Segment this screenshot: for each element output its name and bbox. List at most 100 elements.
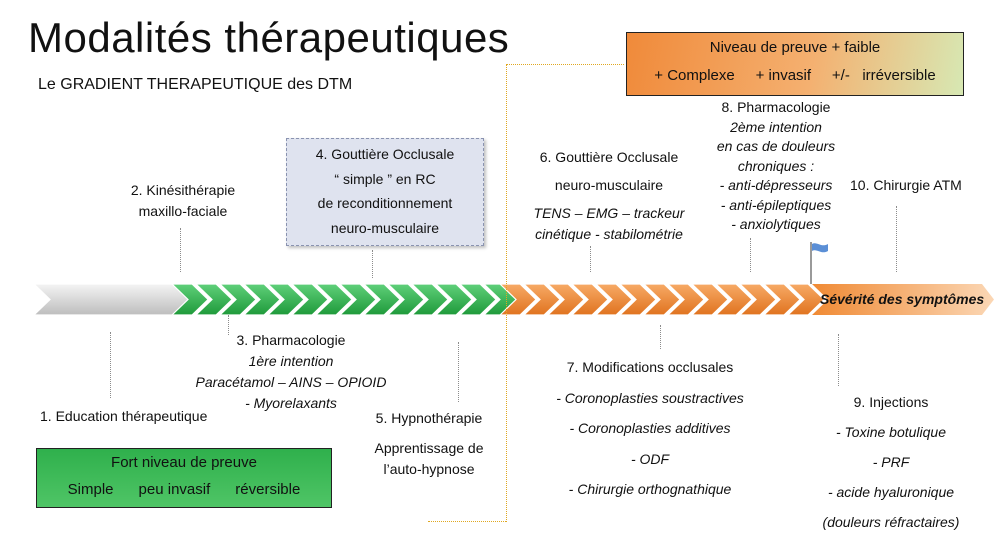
item-3-pharmacology: 3. Pharmacologie 1ère intention Paracéta… (178, 330, 404, 414)
subtitle: Le GRADIENT THERAPEUTIQUE des DTM (38, 76, 353, 93)
item-10-surgery: 10. Chirurgie ATM (850, 175, 962, 196)
green-chevron (290, 283, 329, 316)
orange-chevron (690, 283, 729, 316)
item-4-line3: de reconditionnement (317, 195, 453, 211)
green-chevron (386, 283, 425, 316)
green-chevron (338, 283, 377, 316)
item-2-connector (180, 228, 181, 272)
item-3-title: 3. Pharmacologie (236, 332, 346, 348)
orange-chevron (714, 283, 753, 316)
green-chevron (242, 283, 281, 316)
item-6-line3: TENS – EMG – trackeur (533, 205, 685, 221)
item-8-title: 8. Pharmacologie (721, 99, 831, 115)
item-3-connector (228, 315, 229, 335)
item-7-line3: - ODF (630, 450, 670, 467)
orange-chevron (618, 283, 657, 316)
item-3-line2: Paracétamol – AINS – OPIOID (195, 374, 387, 390)
item-8-connector (750, 238, 751, 272)
item-10-connector (896, 206, 897, 272)
orange-chevron (570, 283, 609, 316)
item-8-line4: - anti-dépresseurs (719, 177, 833, 193)
item-5-connector (458, 342, 459, 402)
green-chevron (434, 283, 473, 316)
orange-chevron (738, 283, 777, 316)
green-chevron (218, 283, 257, 316)
item-6-line4: cinétique - stabilométrie (535, 226, 683, 242)
item-4-line1: 4. Gouttière Occlusale (315, 146, 455, 162)
orange-chevron (786, 283, 825, 316)
item-1-education: 1. Education thérapeutique (40, 406, 207, 427)
orange-chevron (666, 283, 705, 316)
orange-chevron (522, 283, 561, 316)
high-evidence-box: Fort niveau de preuve Simple peu invasif… (36, 448, 332, 508)
item-5-line3: l’auto-hypnose (383, 461, 475, 477)
item-7-occlusal-modifications: 7. Modifications occlusales - Coronoplas… (542, 352, 758, 505)
separator-dotted-line (506, 64, 507, 522)
item-4-line4: neuro-musculaire (330, 219, 440, 236)
page-title: Modalités thérapeutiques (28, 14, 510, 61)
item-4-occlusal-splint: 4. Gouttière Occlusale “ simple ” en RC … (286, 138, 484, 246)
green-chevron (458, 283, 497, 316)
item-3-line1: 1ère intention (248, 353, 334, 369)
criterion-plus-minus: +/- (831, 67, 850, 84)
item-7-line4: - Chirurgie orthognathique (568, 481, 732, 497)
orange-chevron (546, 283, 585, 316)
item-8-line5: - anti-épileptiques (720, 196, 832, 213)
item-8-line3: chroniques : (737, 157, 815, 174)
orange-chevron (762, 283, 801, 316)
item-7-line2: - Coronoplasties additives (569, 420, 731, 436)
item-9-line3: - acide hyaluronique (827, 484, 955, 500)
item-6-neuromuscular-splint: 6. Gouttière Occlusale neuro-musculaire … (518, 147, 700, 245)
criterion-complex: + Complexe (654, 67, 735, 84)
criterion-invasive: + invasif (755, 67, 812, 84)
item-9-line1: - Toxine botulique (835, 424, 946, 440)
high-evidence-title: Fort niveau de preuve (111, 454, 257, 471)
item-5-title: 5. Hypnothérapie (375, 410, 483, 426)
item-7-connector (660, 325, 661, 349)
item-7-title: 7. Modifications occlusales (566, 359, 734, 375)
criterion-irreversible: irréversible (862, 67, 936, 84)
criterion-reversible: réversible (235, 481, 301, 498)
flag-icon (810, 242, 828, 284)
item-9-line4: (douleurs réfractaires) (822, 514, 960, 530)
item-7-line1: - Coronoplasties soustractives (556, 389, 744, 406)
severity-arrow-end (812, 284, 994, 315)
item-2-line2: maxillo-faciale (138, 203, 228, 219)
high-evidence-criteria: Simple peu invasif réversible (37, 481, 331, 498)
green-chevron (362, 283, 401, 316)
separator-dotted-top (506, 64, 624, 65)
item-8-line2: en cas de douleurs (716, 138, 836, 154)
item-8-line1: 2ème intention (730, 118, 822, 135)
item-1-connector (110, 332, 111, 398)
criterion-simple: Simple (67, 481, 114, 498)
item-9-connector (838, 334, 839, 386)
item-1-title: 1. Education thérapeutique (40, 408, 208, 424)
item-5-hypnotherapy: 5. Hypnothérapie Apprentissage de l’auto… (366, 408, 492, 480)
item-2-kinesitherapy: 2. Kinésithérapie maxillo-faciale (120, 180, 246, 222)
item-6-connector (590, 246, 591, 272)
orange-chevron (498, 283, 537, 316)
low-evidence-title: Niveau de preuve + faible (709, 39, 881, 56)
item-9-title: 9. Injections (853, 394, 929, 410)
item-2-line1: 2. Kinésithérapie (130, 182, 236, 198)
item-8-pharmacology-2nd: 8. Pharmacologie 2ème intention en cas d… (696, 98, 856, 235)
item-9-line2: - PRF (872, 454, 910, 470)
item-6-line1: 6. Gouttière Occlusale (539, 149, 679, 165)
item-10-title: 10. Chirurgie ATM (850, 177, 962, 193)
item-8-line6: - anxiolytiques (731, 216, 821, 232)
low-evidence-criteria: + Complexe + invasif +/- irréversible (627, 67, 963, 84)
item-9-injections: 9. Injections - Toxine botulique - PRF -… (806, 387, 976, 537)
separator-dotted-bottom (428, 521, 506, 522)
green-chevron (194, 283, 233, 316)
item-5-line2: Apprentissage de (374, 440, 484, 456)
criterion-low-invasive: peu invasif (138, 481, 211, 498)
item-4-connector (372, 250, 373, 278)
item-4-line2: “ simple ” en RC (334, 170, 436, 187)
severity-axis-label: Sévérité des symptômes (820, 291, 985, 307)
green-chevron (170, 283, 209, 316)
green-chevron (266, 283, 305, 316)
green-chevron (410, 283, 449, 316)
green-chevron (314, 283, 353, 316)
item-3-line3: - Myorelaxants (245, 395, 337, 411)
